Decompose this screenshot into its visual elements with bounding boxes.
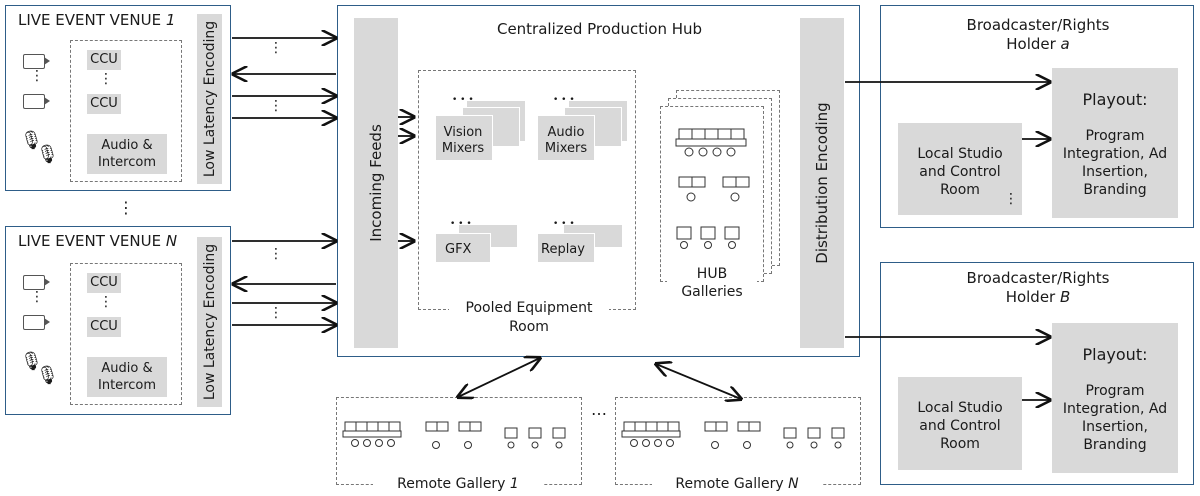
microphone-icon: 🎙 — [20, 130, 43, 151]
camera-icon — [23, 54, 50, 69]
gallery-operators-icon — [621, 421, 845, 449]
remote-gallery-1-title: Remote Gallery 1 — [373, 476, 543, 492]
audio-mixers-label: Audio Mixers — [544, 125, 588, 156]
venue-1-equipment: CCU ⋮ CCU Audio & Intercom — [70, 40, 182, 182]
ccu-dots: ⋮ — [99, 294, 113, 310]
playout-a: Playout: Program Integration, Ad Inserti… — [1052, 68, 1178, 218]
audio-intercom-box: Audio & Intercom — [87, 357, 167, 397]
audio-mixers-box — [537, 115, 595, 161]
distribution-encoding: Distribution Encoding — [800, 18, 844, 348]
gfx-dots: • • • — [450, 219, 472, 229]
microphone-icon: 🎙 — [36, 365, 59, 386]
hub-galleries-label: HUB Galleries — [667, 265, 757, 301]
local-studio-b: Local Studio and Control Room — [898, 377, 1022, 470]
pooled-equipment-room: • • • Vision Mixers • • • Audio Mixers •… — [418, 70, 636, 337]
gfx-box — [435, 233, 491, 263]
camera-icon — [23, 315, 50, 330]
venue-n-title: LIVE EVENT VENUE N — [18, 232, 178, 250]
remote-gallery-n: Remote Gallery N — [615, 397, 861, 492]
remote-gallery-n-title: Remote Gallery N — [652, 476, 822, 492]
venue-n-equipment: CCU ⋮ CCU Audio & Intercom — [70, 263, 182, 405]
feed-dots: ⋮ — [269, 305, 283, 321]
broadcaster-b-title: Broadcaster/Rights Holder B — [966, 269, 1110, 306]
camera-icon — [23, 275, 50, 290]
low-latency-encoding-1: Low Latency Encoding — [197, 14, 222, 184]
local-studio-dots: ⋮ — [1004, 191, 1018, 207]
venue-dots: ⋮ — [118, 198, 134, 217]
feed-dots: ⋮ — [269, 40, 283, 56]
audio-intercom-box: Audio & Intercom — [87, 134, 167, 174]
replay-box — [537, 233, 595, 263]
incoming-feeds: Incoming Feeds — [354, 18, 398, 348]
microphone-icon: 🎙 — [20, 351, 43, 372]
venue-n-box: LIVE EVENT VENUE N ⋮ 🎙 🎙 CCU ⋮ CCU Audio… — [5, 226, 231, 415]
broadcaster-a-title: Broadcaster/Rights Holder a — [966, 16, 1110, 53]
venue-1-box: LIVE EVENT VENUE 1 ⋮ 🎙 🎙 CCU ⋮ CCU Audio… — [5, 5, 231, 191]
low-latency-encoding-n: Low Latency Encoding — [197, 237, 222, 407]
hub-title: Centralized Production Hub — [496, 20, 703, 38]
feed-dots: ⋮ — [269, 98, 283, 114]
ccu-box: CCU — [87, 94, 121, 114]
replay-label: Replay — [541, 242, 585, 257]
ccu-dots: ⋮ — [99, 71, 113, 87]
gallery-operators-icon — [675, 128, 750, 249]
broadcaster-b-box: Broadcaster/Rights Holder B Local Studio… — [880, 262, 1194, 485]
vision-dots: • • • — [452, 95, 474, 105]
venue-1-title: LIVE EVENT VENUE 1 — [18, 11, 176, 29]
camera-dots: ⋮ — [30, 68, 44, 84]
audio-dots: • • • — [553, 95, 575, 105]
gallery-operators-icon — [342, 421, 566, 449]
ccu-box: CCU — [87, 273, 121, 293]
replay-dots: • • • — [553, 219, 575, 229]
pool-title: Pooled Equipment Room — [449, 299, 609, 337]
vision-mixers-box — [435, 115, 493, 161]
camera-icon — [23, 94, 50, 109]
ccu-box: CCU — [87, 317, 121, 337]
broadcaster-a-box: Broadcaster/Rights Holder a Local Studio… — [880, 5, 1194, 228]
camera-dots: ⋮ — [30, 289, 44, 305]
remote-gallery-1: Remote Gallery 1 — [336, 397, 582, 492]
hub-gallery-front: HUB Galleries — [660, 106, 764, 301]
remote-gallery-dots: … — [591, 400, 607, 419]
ccu-box: CCU — [87, 50, 121, 70]
feed-dots: ⋮ — [269, 246, 283, 262]
playout-b: Playout: Program Integration, Ad Inserti… — [1052, 323, 1178, 473]
production-hub: Centralized Production Hub Incoming Feed… — [337, 5, 860, 357]
microphone-icon: 🎙 — [36, 144, 59, 165]
gfx-label: GFX — [445, 242, 472, 257]
vision-mixers-label: Vision Mixers — [441, 125, 485, 156]
local-studio-a: Local Studio and Control Room ⋮ — [898, 123, 1022, 215]
